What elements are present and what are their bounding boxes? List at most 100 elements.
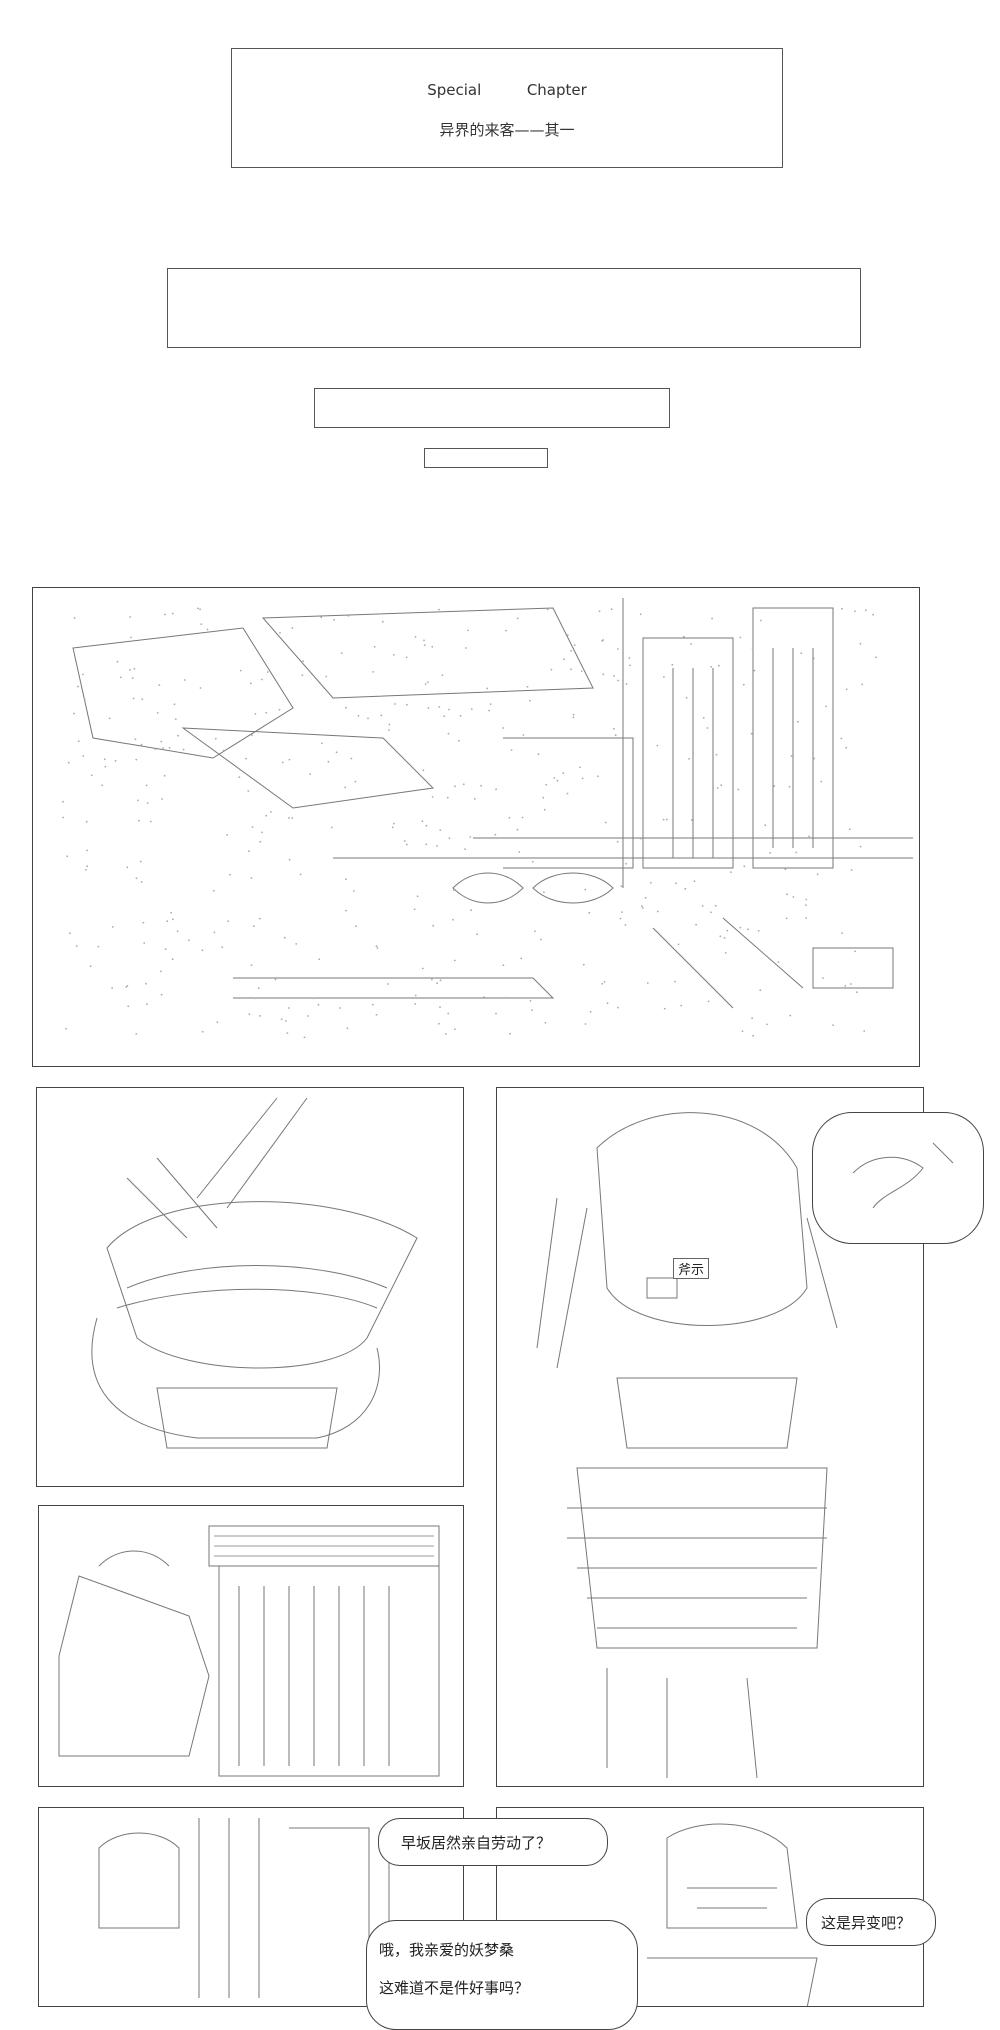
texture-dot — [553, 777, 556, 779]
speech-bubble-3-text: 这是异变吧？ — [821, 1914, 912, 1932]
texture-dot — [639, 613, 642, 616]
texture-dot — [443, 715, 446, 717]
texture-dot — [625, 683, 628, 685]
texture-dot — [604, 821, 607, 824]
texture-dot — [266, 671, 269, 673]
texture-dot — [393, 822, 395, 825]
texture-dot — [248, 850, 250, 853]
texture-dot — [750, 732, 753, 735]
texture-dot — [170, 911, 173, 914]
texture-dot — [656, 910, 659, 913]
texture-dot — [227, 920, 230, 922]
texture-dot — [280, 1018, 283, 1021]
texture-dot — [790, 755, 793, 757]
texture-dot — [792, 896, 795, 898]
texture-dot — [160, 740, 163, 743]
texture-dot — [309, 773, 312, 775]
texture-dot — [295, 943, 298, 945]
texture-dot — [302, 660, 305, 663]
texture-dot — [158, 684, 161, 686]
texture-dot — [405, 656, 408, 659]
speech-bubble-1: 早坂居然亲自劳动了？ — [378, 1818, 608, 1866]
texture-dot — [719, 935, 722, 938]
texture-dot — [133, 667, 136, 670]
texture-dot — [616, 840, 619, 843]
texture-dot — [199, 608, 202, 611]
texture-dot — [285, 1020, 287, 1022]
texture-dot — [312, 997, 315, 1000]
texture-dot — [510, 749, 513, 751]
texture-dot — [624, 924, 627, 926]
texture-dot — [850, 983, 852, 985]
texture-dot — [674, 980, 676, 983]
texture-dot — [813, 757, 815, 760]
texture-dot — [146, 1003, 148, 1005]
texture-dot — [354, 780, 357, 783]
texture-dot — [640, 905, 643, 908]
texture-dot — [743, 865, 746, 868]
texture-dot — [146, 802, 149, 804]
texture-dot — [752, 1034, 754, 1037]
texture-dot — [97, 945, 100, 948]
texture-dot — [154, 748, 157, 750]
speech-bubble-1-text: 早坂居然亲自劳动了？ — [401, 1834, 552, 1852]
texture-dot — [345, 909, 347, 912]
texture-dot — [580, 670, 583, 672]
texture-dot — [629, 664, 631, 667]
texture-dot — [255, 997, 257, 1000]
texture-dot — [278, 708, 281, 711]
texture-dot — [602, 639, 605, 641]
texture-dot — [688, 758, 690, 760]
texture-dot — [414, 1003, 417, 1005]
texture-dot — [760, 619, 762, 622]
texture-dot — [413, 908, 416, 911]
texture-dot — [372, 671, 375, 673]
speech-bubble-2-line-2: 这难道不是件好事吗？ — [379, 1979, 530, 1997]
texture-dot — [286, 1032, 289, 1034]
thought-bubble — [812, 1112, 984, 1244]
texture-dot — [164, 613, 166, 616]
texture-dot — [589, 1010, 592, 1013]
texture-dot — [431, 978, 433, 981]
texture-dot — [257, 987, 260, 990]
texture-dot — [602, 673, 605, 676]
texture-dot — [141, 698, 144, 701]
texture-dot — [200, 623, 203, 625]
texture-dot — [350, 757, 353, 760]
texture-dot — [588, 911, 591, 914]
texture-dot — [438, 706, 441, 708]
texture-dot — [73, 617, 76, 619]
texture-dot — [69, 932, 71, 935]
texture-dot — [685, 696, 688, 699]
texture-dot — [723, 937, 726, 939]
texture-dot — [646, 982, 649, 984]
texture-dot — [371, 1003, 374, 1006]
texture-dot — [333, 618, 335, 621]
bread-art — [58, 1525, 440, 1777]
texture-dot — [716, 787, 719, 789]
texture-dot — [537, 753, 540, 756]
texture-dot — [77, 685, 79, 688]
texture-dot — [427, 707, 430, 709]
texture-dot — [690, 643, 692, 645]
texture-dot — [431, 645, 434, 648]
texture-dot — [650, 881, 652, 884]
texture-dot — [671, 663, 674, 666]
texture-dot — [62, 816, 64, 819]
sign-label: 斧示 — [673, 1258, 710, 1279]
texture-dot — [677, 943, 680, 946]
texture-dot — [766, 1023, 768, 1026]
texture-dot — [741, 1030, 744, 1033]
texture-dot — [222, 749, 225, 752]
texture-dot — [183, 679, 186, 681]
texture-dot — [421, 820, 424, 823]
blank-box-large — [167, 268, 861, 348]
texture-dot — [447, 732, 450, 735]
texture-dot — [436, 982, 438, 984]
texture-dot — [844, 985, 847, 987]
texture-dot — [872, 613, 874, 616]
texture-dot — [127, 1005, 130, 1008]
texture-dot — [606, 1002, 609, 1005]
texture-dot — [502, 727, 505, 729]
texture-dot — [597, 775, 599, 778]
